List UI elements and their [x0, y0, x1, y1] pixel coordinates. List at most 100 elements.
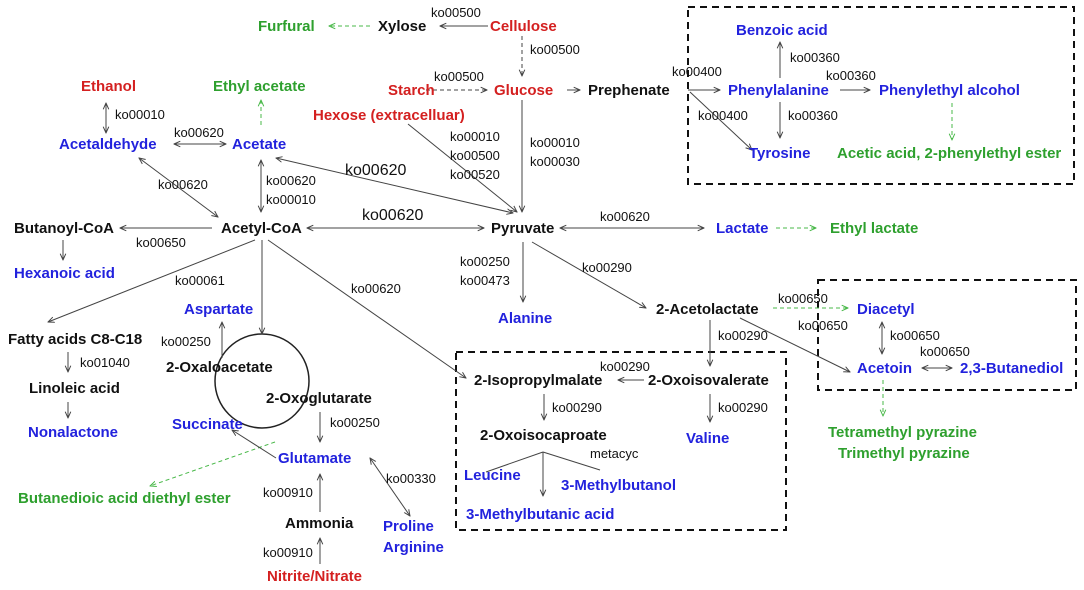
node-benzoic-acid: Benzoic acid	[736, 22, 828, 39]
ko-label: ko00910	[263, 545, 313, 560]
node-2-oxaloacetate: 2-Oxaloacetate	[166, 359, 273, 376]
ko-label: ko00290	[552, 400, 602, 415]
ko-label: ko00250	[460, 254, 510, 269]
node-aspartate: Aspartate	[184, 301, 253, 318]
edge-prephenate-tyrosine	[689, 91, 752, 150]
node-proline: Proline	[383, 518, 434, 535]
edge-glutamate-proline	[370, 458, 410, 516]
node-cellulose: Cellulose	[490, 18, 557, 35]
ko-label: ko00030	[530, 154, 580, 169]
kegg-labels: ko00500 ko00500 ko00500 ko00010 ko00620 …	[80, 5, 970, 560]
node-diacetyl: Diacetyl	[857, 301, 915, 318]
node-prephenate: Prephenate	[588, 82, 670, 99]
ko-label: ko00010	[115, 107, 165, 122]
node-furfural: Furfural	[258, 18, 315, 35]
node-2-oxoglutarate: 2-Oxoglutarate	[266, 390, 372, 407]
node-butanoyl-coa: Butanoyl-CoA	[14, 220, 114, 237]
node-acetic-acid-ester: Acetic acid, 2-phenylethyl ester	[837, 145, 1061, 162]
node-acetyl-coa: Acetyl-CoA	[221, 220, 302, 237]
ko-label: ko00360	[790, 50, 840, 65]
node-2-oxoisocaproate: 2-Oxoisocaproate	[480, 427, 607, 444]
edge-oxoisocaproate-leucine	[485, 451, 544, 473]
ko-label: ko00910	[263, 485, 313, 500]
node-succinate: Succinate	[172, 416, 243, 433]
ko-label: ko00010	[450, 129, 500, 144]
node-fatty-acids: Fatty acids C8-C18	[8, 331, 142, 348]
ko-label: ko00290	[718, 328, 768, 343]
ko-label: ko00473	[460, 273, 510, 288]
ko-label: ko01040	[80, 355, 130, 370]
node-alanine: Alanine	[498, 310, 552, 327]
ko-label: ko00620	[600, 209, 650, 224]
node-acetoin: Acetoin	[857, 360, 912, 377]
ko-label: ko00620	[345, 162, 406, 179]
ko-label: ko00400	[698, 108, 748, 123]
ko-label: ko00650	[136, 235, 186, 250]
ko-label: ko00330	[386, 471, 436, 486]
ko-label: ko00500	[431, 5, 481, 20]
aromatic-pathway-box	[687, 6, 1075, 185]
ko-label: metacyc	[590, 446, 639, 461]
node-ethyl-acetate: Ethyl acetate	[213, 78, 306, 95]
node-glutamate: Glutamate	[278, 450, 351, 467]
node-2-acetolactate: 2-Acetolactate	[656, 301, 759, 318]
ko-label: ko00500	[530, 42, 580, 57]
node-pyruvate: Pyruvate	[491, 220, 554, 237]
edge-glutamate-butanedioic	[150, 441, 276, 486]
ko-label: ko00290	[600, 359, 650, 374]
ko-label: ko00500	[434, 69, 484, 84]
node-glucose: Glucose	[494, 82, 553, 99]
ko-label: ko00010	[266, 192, 316, 207]
ko-label: ko00620	[174, 125, 224, 140]
node-2-3-butanediol: 2,3-Butanediol	[960, 360, 1063, 377]
node-trimethyl-pyrazine: Trimethyl pyrazine	[838, 445, 970, 462]
ko-label: ko00360	[826, 68, 876, 83]
node-phenylalanine: Phenylalanine	[728, 82, 829, 99]
node-ethanol: Ethanol	[81, 78, 136, 95]
diacetyl-pathway-box	[817, 279, 1077, 391]
ko-label: ko00520	[450, 167, 500, 182]
ko-label: ko00620	[362, 207, 423, 224]
node-hexanoic-acid: Hexanoic acid	[14, 265, 115, 282]
node-xylose: Xylose	[378, 18, 426, 35]
edge-acetylcoa-fatty	[48, 239, 256, 322]
node-3-methylbutanic-acid: 3-Methylbutanic acid	[466, 506, 614, 523]
edge-pyruvate-acetolactate	[531, 241, 646, 308]
node-3-methylbutanol: 3-Methylbutanol	[561, 477, 676, 494]
pathway-edges	[48, 26, 952, 564]
compound-nodes: Furfural Xylose Cellulose Ethanol Ethyl …	[8, 18, 1063, 585]
node-hexose: Hexose (extracelluar)	[313, 107, 465, 124]
ko-label: ko00500	[450, 148, 500, 163]
ko-label: ko00620	[266, 173, 316, 188]
edge-oxoisocaproate-methylbutanol	[542, 451, 601, 471]
ko-label: ko00650	[920, 344, 970, 359]
edge-acetylcoa-isopropylmalate	[267, 239, 466, 378]
ko-label: ko00650	[798, 318, 848, 333]
edge-glutamate-succinate	[232, 430, 277, 459]
node-tyrosine: Tyrosine	[749, 145, 810, 162]
ko-label: ko00061	[175, 273, 225, 288]
node-butanedioic-ester: Butanedioic acid diethyl ester	[18, 490, 231, 507]
node-2-oxoisovalerate: 2-Oxoisovalerate	[648, 372, 769, 389]
node-ethyl-lactate: Ethyl lactate	[830, 220, 918, 237]
node-nonalactone: Nonalactone	[28, 424, 118, 441]
ko-label: ko00620	[351, 281, 401, 296]
ko-label: ko00290	[718, 400, 768, 415]
node-arginine: Arginine	[383, 539, 444, 556]
edge-acetolactate-acetoin	[739, 317, 850, 372]
node-starch: Starch	[388, 82, 435, 99]
node-leucine: Leucine	[464, 467, 521, 484]
node-acetate: Acetate	[232, 136, 286, 153]
node-valine: Valine	[686, 430, 729, 447]
ko-label: ko00650	[890, 328, 940, 343]
edge-acetate-pyruvate	[276, 158, 513, 213]
ko-label: ko00250	[161, 334, 211, 349]
node-lactate: Lactate	[716, 220, 769, 237]
leucine-pathway-box	[455, 351, 787, 531]
edge-acetaldehyde-acetylcoa	[139, 158, 218, 217]
node-ammonia: Ammonia	[285, 515, 354, 532]
node-linoleic-acid: Linoleic acid	[29, 380, 120, 397]
node-2-isopropylmalate: 2-Isopropylmalate	[474, 372, 602, 389]
tca-cycle-circle	[214, 333, 310, 429]
